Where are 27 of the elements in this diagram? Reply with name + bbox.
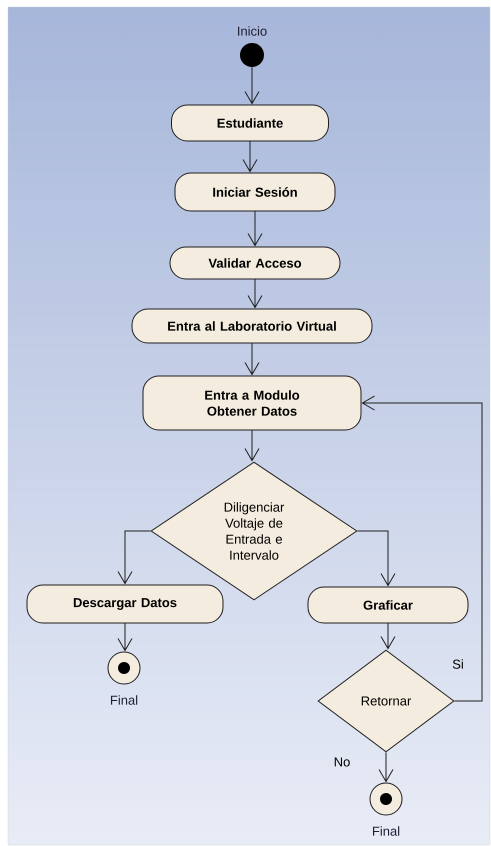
- arrow: [380, 623, 396, 650]
- arrow: [118, 530, 151, 584]
- arrow: [378, 752, 394, 782]
- arrow: [248, 279, 262, 308]
- arrow: [357, 530, 396, 586]
- action-box: Estudiante: [171, 104, 329, 142]
- action-box: Iniciar Sesión: [174, 172, 336, 212]
- arrow: [244, 343, 260, 376]
- node-caption: Inicio: [238, 26, 267, 36]
- start-circle: [240, 43, 264, 67]
- final-circle: [108, 652, 140, 684]
- action-box: Entra a Modulo Obtener Datos: [142, 376, 362, 430]
- node-caption: Final: [110, 695, 138, 705]
- arrow: [244, 66, 260, 104]
- action-box: Descargar Datos: [26, 584, 224, 624]
- node-caption: Final: [372, 826, 400, 836]
- edge-label: Si: [452, 659, 463, 669]
- final-circle: [370, 782, 402, 816]
- edge-label: No: [334, 757, 350, 767]
- arrow: [118, 623, 132, 652]
- arrow: [244, 430, 260, 462]
- arrow: [248, 211, 262, 246]
- action-box: Entra al Laboratorio Virtual: [132, 308, 372, 344]
- arrow: [362, 396, 482, 702]
- action-box: Validar Acceso: [170, 246, 340, 280]
- arrow: [242, 141, 258, 172]
- action-box: Graficar: [308, 586, 468, 624]
